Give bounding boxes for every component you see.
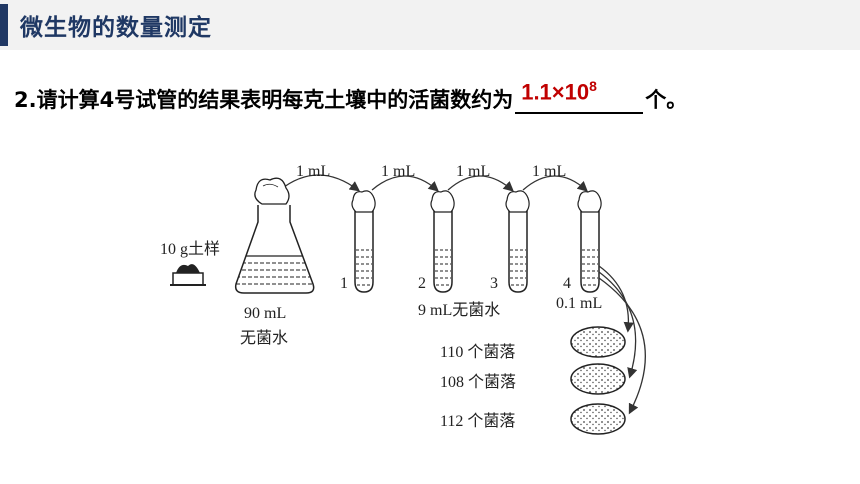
tube-number-1: 1 — [340, 275, 348, 292]
question-text: 2.请计算4号试管的结果表明每克土壤中的活菌数约为 1.1×108 个。 — [14, 78, 688, 114]
transfer-arrow-3 — [447, 175, 514, 192]
petri-dish-2 — [570, 363, 626, 395]
tube-number-4: 4 — [563, 275, 571, 292]
plate-count-1: 110 个菌落 — [440, 343, 515, 361]
transfer-label-2: 1 mL — [381, 163, 415, 180]
transfer-arrow-1 — [279, 174, 361, 192]
transfer-label-3: 1 mL — [456, 163, 490, 180]
test-tube-4 — [577, 190, 602, 293]
petri-dish-3 — [570, 403, 626, 435]
answer-value: 1.1×108 — [521, 78, 597, 105]
header: 微生物的数量测定 — [0, 0, 860, 50]
flask-volume-label: 90 mL — [244, 305, 286, 322]
test-tube-2 — [430, 190, 455, 293]
transfer-arrows — [279, 174, 588, 192]
transfer-label-1: 1 mL — [296, 163, 330, 180]
spread-volume-label: 0.1 mL — [556, 295, 602, 312]
flask-icon — [234, 177, 315, 294]
transfer-arrow-2 — [371, 175, 439, 192]
tube-number-2: 2 — [418, 275, 426, 292]
header-accent-bar — [0, 4, 8, 46]
plate-count-2: 108 个菌落 — [440, 373, 516, 391]
answer-blank: 1.1×108 — [515, 78, 644, 114]
soil-sample-icon — [170, 264, 206, 286]
plating-arrows — [598, 265, 646, 415]
test-tube-1 — [351, 190, 376, 293]
transfer-label-4: 1 mL — [532, 163, 566, 180]
plate-count-3: 112 个菌落 — [440, 412, 515, 430]
question-suffix: 个。 — [645, 88, 688, 112]
flask-water-label: 无菌水 — [240, 329, 288, 347]
test-tube-3 — [505, 190, 530, 293]
tube-water-label: 9 mL无菌水 — [418, 301, 500, 319]
soil-label: 10 g土样 — [160, 240, 220, 258]
petri-dish-1 — [570, 326, 626, 358]
page-title: 微生物的数量测定 — [20, 15, 212, 41]
question-prefix: 2.请计算4号试管的结果表明每克土壤中的活菌数约为 — [14, 88, 514, 112]
tube-number-3: 3 — [490, 275, 498, 292]
transfer-arrow-4 — [522, 175, 588, 192]
